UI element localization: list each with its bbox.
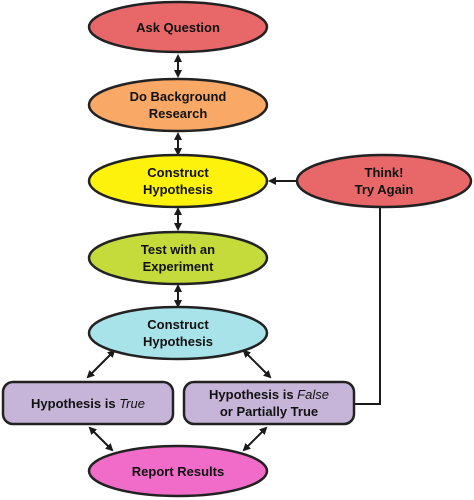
node-hypothesis-false: Hypothesis is False or Partially True	[182, 380, 356, 426]
construct-hypothesis-1-ellipse	[87, 153, 269, 209]
hypothesis-true-prefix: Hypothesis is	[31, 396, 119, 411]
arrow-false-to-think	[355, 198, 384, 405]
ask-question-ellipse	[87, 0, 269, 54]
node-background-research: Do Background Research	[87, 77, 269, 133]
think-try-again-line1: Think!	[365, 165, 404, 180]
hypothesis-false-box	[182, 380, 356, 426]
node-think-try-again: Think! Try Again	[295, 153, 473, 209]
connectors	[86, 54, 384, 452]
hypothesis-false-line2: or Partially True	[220, 404, 318, 419]
hypothesis-false-prefix: Hypothesis is	[209, 387, 297, 402]
test-experiment-ellipse	[87, 230, 269, 286]
construct-hypothesis-2-line1: Construct	[147, 317, 209, 332]
think-try-again-ellipse	[295, 153, 473, 209]
report-results-label: Report Results	[132, 464, 224, 479]
node-ask-question: Ask Question	[87, 0, 269, 54]
test-experiment-line2: Experiment	[143, 259, 214, 274]
arrow-construct-to-false	[242, 349, 272, 379]
background-research-line2: Research	[149, 106, 208, 121]
node-construct-hypothesis-1: Construct Hypothesis	[87, 153, 269, 209]
node-hypothesis-true: Hypothesis is True	[1, 380, 175, 426]
background-research-ellipse	[87, 77, 269, 133]
construct-hypothesis-2-ellipse	[87, 305, 269, 361]
hypothesis-true-box	[1, 380, 175, 426]
hypothesis-false-emphasis: False	[297, 387, 329, 402]
node-construct-hypothesis-2: Construct Hypothesis	[87, 305, 269, 361]
node-report-results: Report Results	[87, 444, 269, 498]
construct-hypothesis-2-line2: Hypothesis	[143, 334, 213, 349]
arrow-construct-to-true	[86, 349, 116, 379]
hypothesis-true-label: Hypothesis is True	[31, 396, 145, 411]
construct-hypothesis-1-line1: Construct	[147, 165, 209, 180]
ask-question-label: Ask Question	[136, 20, 220, 35]
think-try-again-line2: Try Again	[355, 182, 414, 197]
construct-hypothesis-1-line2: Hypothesis	[143, 182, 213, 197]
arrow-true-to-report	[88, 426, 114, 452]
background-research-line1: Do Background	[130, 89, 227, 104]
report-results-ellipse	[87, 444, 269, 498]
hypothesis-false-line1: Hypothesis is False	[209, 387, 329, 402]
hypothesis-true-emphasis: True	[119, 396, 145, 411]
arrow-false-to-report	[242, 426, 268, 452]
node-test-experiment: Test with an Experiment	[87, 230, 269, 286]
test-experiment-line1: Test with an	[141, 242, 215, 257]
